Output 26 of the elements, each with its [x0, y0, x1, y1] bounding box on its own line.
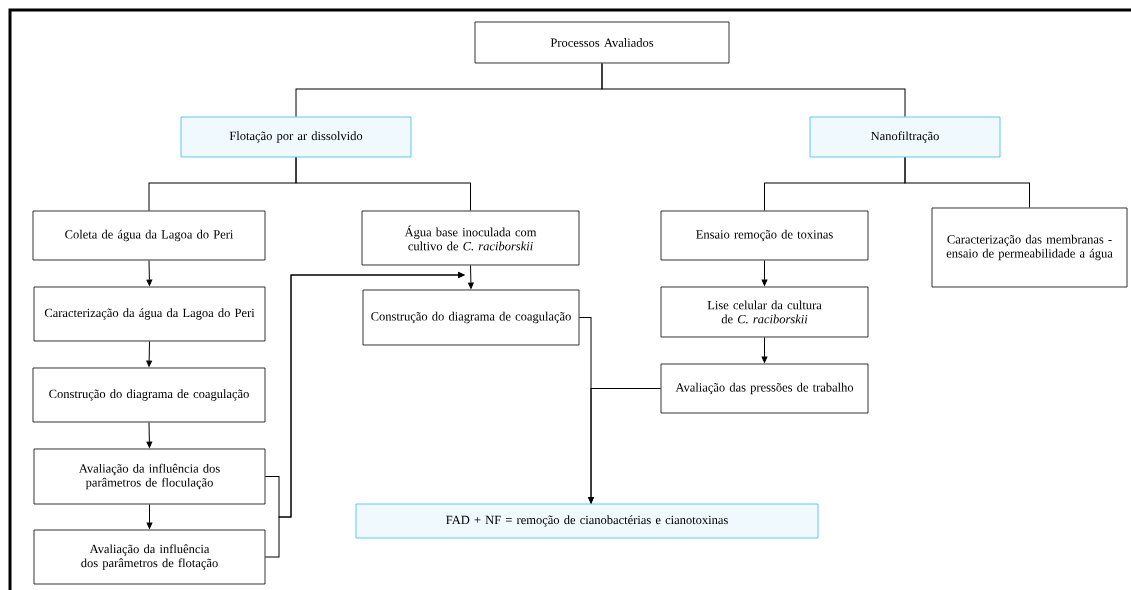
process-box: Caracterização das membranas - ensaio de permeabilidade a água — [931, 207, 1128, 288]
connector — [146, 503, 153, 529]
process-box: Construção do diagrama de coagulação — [362, 289, 580, 346]
process-box: Avaliação da influência dos parâmetros de floculação — [33, 448, 266, 505]
highlighted-box: Nanofiltração — [809, 116, 1001, 158]
process-box: Avaliação da influência dos parâmetros de flotação — [33, 529, 266, 585]
connector — [468, 264, 474, 289]
connector — [761, 336, 768, 363]
process-box: Avaliação das pressões de trabalho — [660, 363, 869, 414]
process-box: Lise celular da cultura de C. raciborskii — [660, 286, 869, 338]
connector — [601, 62, 906, 118]
process-box: Água base inoculada com cultivo de C. raciborskii — [361, 210, 580, 266]
process-box: Construção do diagrama de coagulação — [32, 367, 266, 423]
connector — [761, 259, 768, 286]
process-box: Processos Avaliados — [474, 21, 730, 64]
connector — [295, 156, 471, 212]
process-box: Caracterização da água da Lagoa do Peri — [33, 286, 266, 342]
connector — [146, 340, 152, 367]
connector — [588, 388, 662, 504]
connector — [904, 156, 1030, 209]
process-box: Coleta de água da Lagoa do Peri — [32, 210, 266, 261]
process-box: Ensaio remoção de toxinas — [660, 210, 869, 261]
connector — [146, 259, 153, 286]
highlighted-box: FAD + NF = remoção de cianobactérias e cianotoxinas — [355, 503, 819, 539]
connector — [146, 421, 153, 448]
highlighted-box: Flotação por ar dissolvido — [180, 116, 412, 158]
